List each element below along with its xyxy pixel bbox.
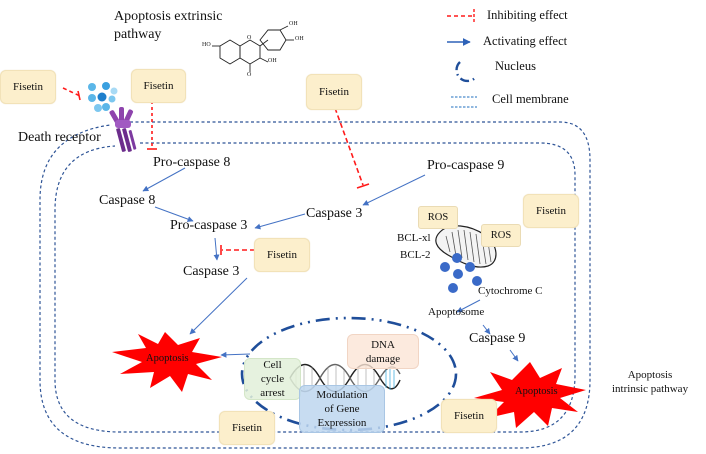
molecule-oh-ring: OH — [268, 58, 277, 64]
modulation-line2: of Gene — [324, 403, 360, 415]
inhibit-fisetin-ligand — [62, 87, 81, 97]
cell-cycle-line2: cycle — [260, 373, 285, 385]
fisetin-box-mitochondria: Fisetin — [523, 194, 579, 228]
fisetin-box-ligand: Fisetin — [0, 70, 56, 104]
pro-caspase-9-label: Pro-caspase 9 — [427, 158, 505, 173]
cell-cycle-arrest-box: Cell cycle arrest — [244, 358, 301, 400]
caspase-3-left-label: Caspase 3 — [183, 264, 240, 279]
molecule-oh-mid: OH — [295, 36, 304, 42]
extrinsic-pathway-title: Apoptosis extrinsic pathway — [114, 8, 223, 44]
death-ligand-icon — [88, 82, 118, 112]
arrow-casp3mid-to-procasp3 — [254, 213, 306, 230]
arrow-apoptosome-to-casp9 — [482, 324, 491, 335]
dna-damage-box: DNA damage — [347, 334, 419, 369]
arrow-casp8-to-procasp3 — [154, 206, 194, 222]
molecule-o-keto: O — [247, 72, 252, 78]
bcl-2-label: BCL-2 — [400, 249, 431, 261]
extrinsic-title-line2: pathway — [114, 27, 162, 42]
ros-box-1: ROS — [418, 206, 458, 229]
arrow-procasp8-to-casp8 — [142, 167, 186, 192]
legend-icons — [447, 9, 477, 108]
legend-inhibiting-label: Inhibiting effect — [487, 8, 568, 22]
legend-activating-label: Activating effect — [483, 34, 568, 48]
arrow-casp9-to-apoptosis — [509, 349, 519, 362]
molecule-ho: HO — [202, 42, 211, 48]
cytochrome-c-icon — [440, 253, 482, 293]
inhibit-fisetin-casp3mid — [334, 107, 364, 186]
gene-expression-box: Modulation of Gene Expression — [299, 385, 385, 433]
pro-caspase-3-label: Pro-caspase 3 — [170, 218, 248, 233]
mitochondrion-icon — [435, 225, 497, 268]
pro-caspase-8-label: Pro-caspase 8 — [153, 155, 231, 170]
cell-membrane-inner — [54, 142, 576, 433]
activating-arrows — [142, 167, 519, 362]
extrinsic-title-line1: Apoptosis extrinsic — [114, 9, 223, 24]
molecule-o-ring: O — [247, 35, 252, 41]
cytochrome-c-label: Cytochrome C — [478, 285, 543, 297]
arrow-cytc-to-apoptosome — [456, 299, 481, 313]
caspase-9-label: Caspase 9 — [469, 331, 526, 346]
molecule-oh-top: OH — [289, 21, 298, 27]
dna-damage-line1: DNA — [371, 338, 395, 351]
apoptosis-left-label: Apoptosis — [146, 353, 189, 364]
apoptosis-burst-left — [112, 332, 222, 392]
caspase-8-label: Caspase 8 — [99, 193, 156, 208]
death-receptor-label: Death receptor — [18, 130, 101, 145]
fisetin-box-procaspase3: Fisetin — [254, 238, 310, 272]
cell-cycle-line1: Cell — [263, 359, 282, 371]
fisetin-structure-icon — [212, 25, 294, 72]
legend-cell-membrane-label: Cell membrane — [492, 92, 569, 106]
arrow-procasp9-to-casp3mid — [362, 174, 426, 206]
inhibiting-lines — [62, 87, 370, 255]
apoptosis-right-label: Apoptosis — [515, 386, 558, 397]
fisetin-box-caspase3: Fisetin — [306, 74, 362, 110]
intrinsic-title-line2: intrinsic pathway — [612, 383, 689, 395]
arrow-procasp3-to-casp3 — [213, 237, 220, 261]
intrinsic-pathway-title: Apoptosis intrinsic pathway — [612, 368, 688, 396]
ros-box-2: ROS — [481, 224, 521, 247]
apoptosis-burst-right — [474, 362, 586, 428]
fisetin-box-apoptosis: Fisetin — [441, 399, 497, 433]
dna-damage-line2: damage — [365, 352, 401, 365]
arrow-casp3-to-apoptosis — [189, 277, 248, 335]
modulation-line1: Modulation — [316, 389, 368, 401]
caspase-3-mid-label: Caspase 3 — [306, 206, 363, 221]
fisetin-box-procaspase8: Fisetin — [131, 69, 186, 103]
death-receptor-icon — [109, 107, 137, 152]
arrow-cellcycle-to-apoptosis — [220, 351, 251, 358]
nucleus-outline — [240, 316, 458, 432]
legend-nucleus-label: Nucleus — [495, 59, 536, 73]
apoptosome-label: Apoptosome — [428, 306, 485, 318]
intrinsic-title-line1: Apoptosis — [627, 369, 673, 381]
cell-cycle-line3: arrest — [260, 387, 285, 399]
cell-membrane-outer — [39, 121, 591, 449]
fisetin-box-nucleus: Fisetin — [219, 411, 275, 445]
bcl-xl-label: BCL-xl — [397, 232, 431, 244]
modulation-line3: Expression — [317, 417, 367, 429]
